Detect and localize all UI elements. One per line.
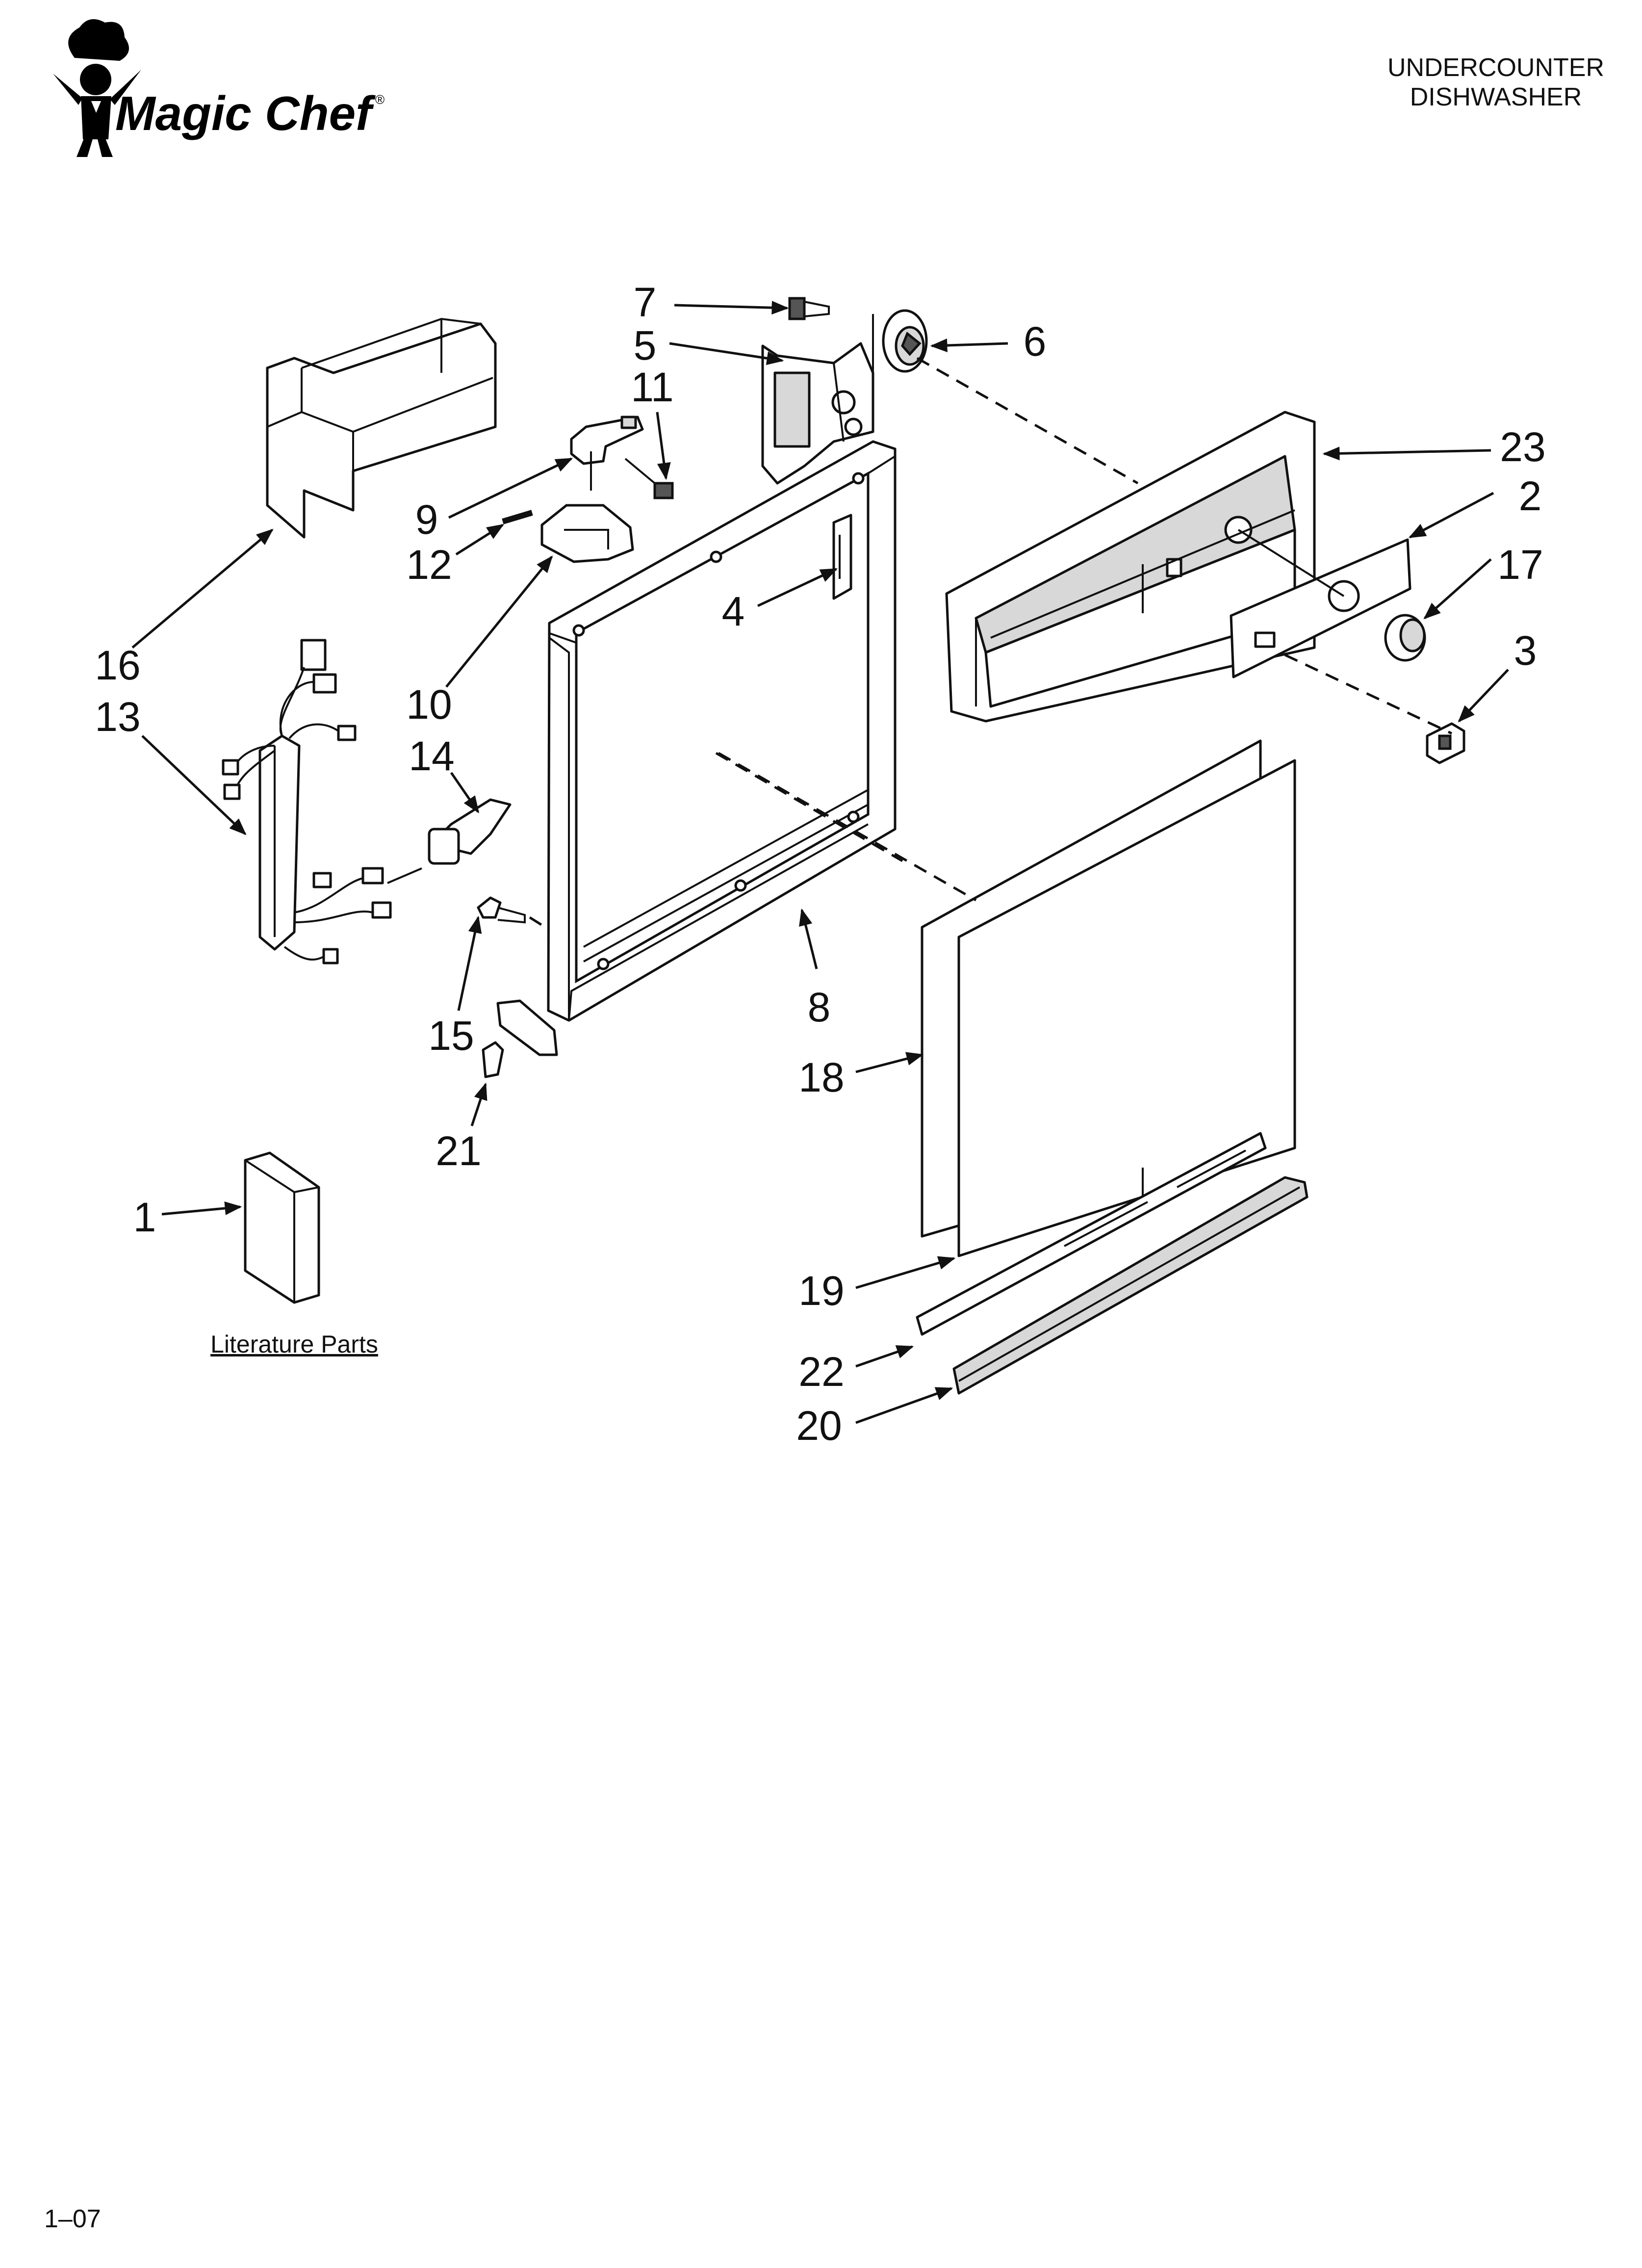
callout-17: 17: [1497, 542, 1543, 588]
callout-20: 20: [796, 1403, 842, 1449]
part-5-latch-assembly: [761, 314, 874, 485]
callout-3: 3: [1514, 627, 1537, 674]
part-1-literature-book: [244, 1151, 320, 1304]
callout-15: 15: [428, 1013, 474, 1059]
part-8-inner-door-frame: [496, 440, 897, 1056]
part-6-knob: [882, 309, 928, 373]
part-11-switch: [624, 458, 674, 499]
part-16-console-cover: [266, 317, 497, 539]
callout-6: 6: [1024, 318, 1047, 365]
callout-14: 14: [409, 733, 454, 779]
part-3-rocker-switch: [1426, 722, 1465, 764]
part-20-door-trim: [952, 1176, 1308, 1395]
callout-18: 18: [798, 1054, 844, 1100]
part-17-selector-knob: [1384, 614, 1426, 662]
callout-16: 16: [95, 642, 140, 688]
part-22-trim-strip: [916, 1132, 1267, 1336]
callout-11: 11: [631, 364, 673, 410]
assembly-lines: [529, 357, 1453, 931]
page-code: 1–07: [44, 2205, 101, 2233]
part-18-door-panel: [921, 739, 1296, 1257]
callout-21: 21: [436, 1128, 481, 1174]
callout-23: 23: [1500, 424, 1545, 470]
callout-numbers: 7 5 6 11 9 12 10 4 16 13 14 15 21 8 23 2…: [95, 279, 1545, 1449]
callout-leaders: [131, 301, 1509, 1424]
callout-12: 12: [406, 542, 452, 588]
brand-name: Magic Chef: [115, 86, 376, 140]
callout-8: 8: [808, 984, 831, 1030]
part-15-screw: [477, 896, 526, 924]
callout-5: 5: [634, 322, 657, 368]
part-2-overlay-panel: [1230, 529, 1411, 678]
registered-mark: ®: [375, 92, 385, 107]
callout-19: 19: [798, 1268, 844, 1314]
part-4-bracket: [832, 514, 852, 600]
part-13-wire-harness: [222, 639, 392, 965]
callout-10: 10: [406, 681, 452, 728]
callout-7: 7: [634, 279, 657, 325]
callout-2: 2: [1519, 473, 1542, 519]
brand-logo: Magic Chef ®: [53, 19, 385, 157]
part-14-sensor: [387, 798, 512, 884]
literature-parts-caption: Literature Parts: [210, 1330, 378, 1358]
callout-9: 9: [415, 496, 438, 543]
product-title-line-1: UNDERCOUNTER: [1387, 53, 1604, 82]
callout-4: 4: [722, 588, 745, 634]
part-9-switch-holder: [570, 416, 644, 491]
callout-13: 13: [95, 694, 140, 740]
part-12-actuator: [502, 510, 533, 524]
callout-22: 22: [798, 1349, 844, 1395]
chef-mascot-icon: [53, 19, 141, 157]
part-21-clip: [482, 1041, 504, 1078]
callout-1: 1: [133, 1194, 156, 1240]
product-title-line-2: DISHWASHER: [1410, 83, 1582, 111]
part-23-control-console: [945, 411, 1316, 723]
part-10-switch-bracket: [540, 504, 634, 563]
part-7-screw: [788, 297, 830, 320]
